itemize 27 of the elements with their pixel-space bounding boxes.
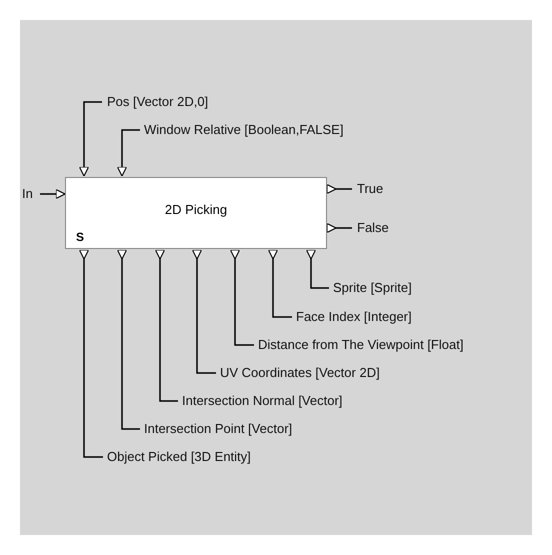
connector-line <box>192 249 216 374</box>
connector-line <box>40 188 66 200</box>
connector-line <box>306 249 329 289</box>
port-label: Pos [Vector 2D,0] <box>107 94 208 110</box>
port-label: In <box>22 186 33 202</box>
port-label: Intersection Point [Vector] <box>144 421 292 437</box>
function-block <box>65 177 327 249</box>
connector-line <box>154 249 178 402</box>
connector-line <box>78 249 103 458</box>
port-label: Window Relative [Boolean,FALSE] <box>144 122 344 138</box>
connector-line <box>116 249 140 430</box>
port-label: Distance from The Viewpoint [Float] <box>258 337 464 353</box>
port-label: Face Index [Integer] <box>296 309 412 325</box>
connector-line <box>116 129 140 177</box>
connector-line <box>268 249 292 318</box>
port-label: Sprite [Sprite] <box>333 280 412 296</box>
connector-line <box>326 222 352 234</box>
connector-line <box>326 184 352 194</box>
port-label: UV Coordinates [Vector 2D] <box>220 365 380 381</box>
connector-line <box>230 249 254 346</box>
port-label: False <box>357 220 389 236</box>
block-title: 2D Picking <box>164 202 228 217</box>
port-label: True <box>357 181 384 197</box>
block-marker: S <box>76 230 84 244</box>
connector-line <box>78 101 102 177</box>
port-label: Object Picked [3D Entity] <box>107 449 251 465</box>
port-label: Intersection Normal [Vector] <box>182 393 342 409</box>
